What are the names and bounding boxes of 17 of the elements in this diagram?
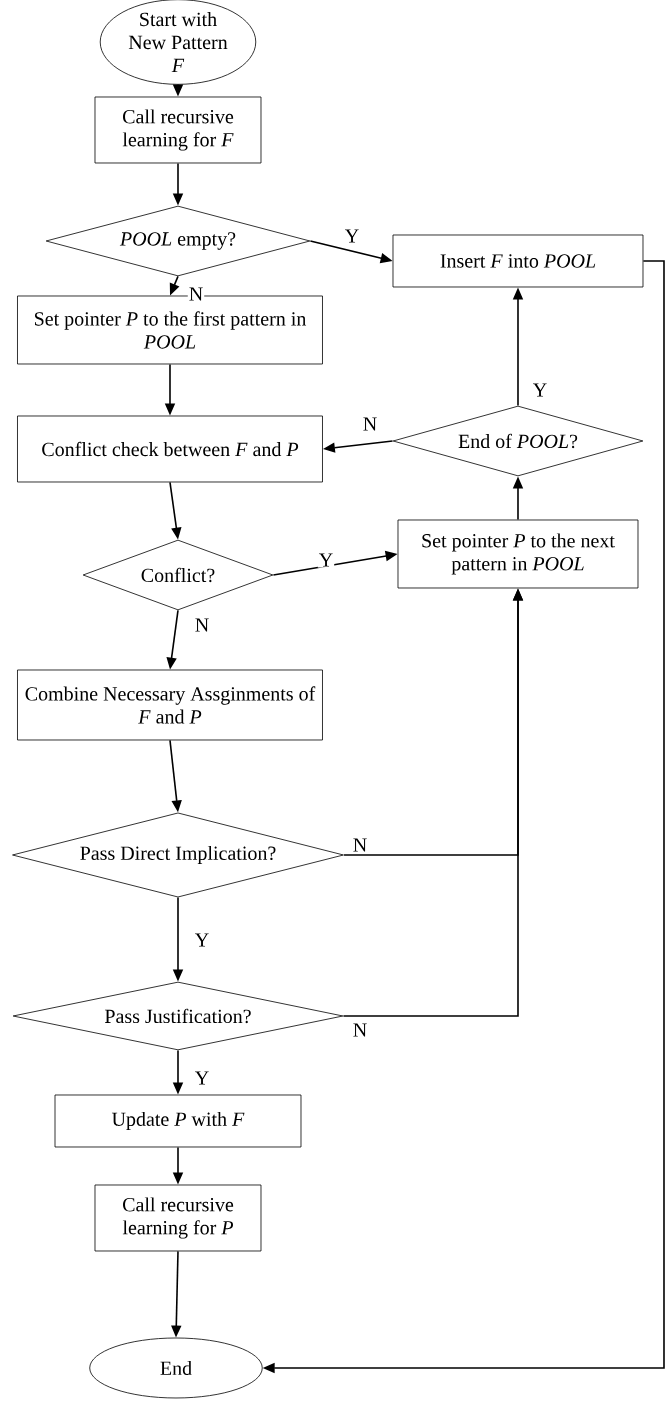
- edge-label: Y: [193, 1070, 211, 1086]
- process-box: Update P with F: [54, 1094, 302, 1148]
- edge-label: Y: [317, 552, 335, 568]
- edge-label: N: [351, 1022, 369, 1038]
- edge-label: Y: [193, 932, 211, 948]
- edge-label: N: [361, 416, 379, 432]
- process-box: Combine Necessary Assginments of F and P: [17, 669, 323, 741]
- edge-label: Y: [531, 382, 549, 398]
- edge-label: N: [187, 286, 205, 302]
- process-box: Call recursive learning for P: [94, 1184, 262, 1252]
- process-box: Set pointer P to the next pattern in POOL: [397, 519, 639, 589]
- edge-label: N: [193, 617, 211, 633]
- edge-label: N: [351, 837, 369, 853]
- edge-label: Y: [343, 228, 361, 244]
- process-box: Call recursive learning for F: [94, 96, 262, 164]
- process-box: Conflict check between F and P: [17, 415, 323, 483]
- process-box: Insert F into POOL: [392, 234, 644, 288]
